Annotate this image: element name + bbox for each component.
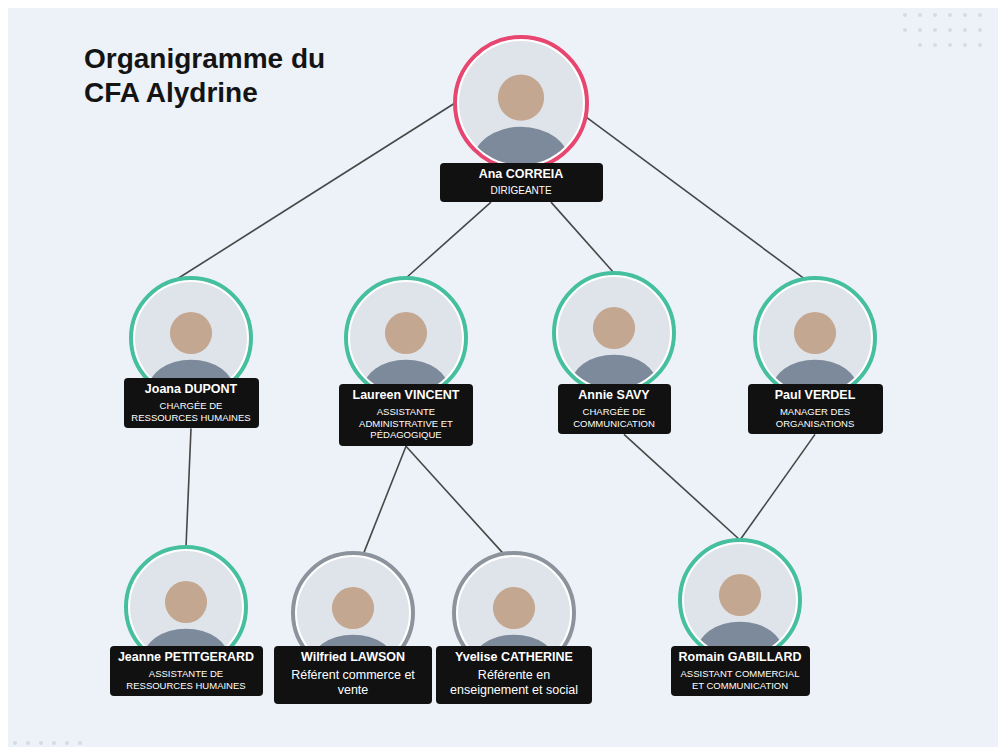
person-label: Yvelise CATHERINE Référente en enseigneme…: [436, 646, 592, 704]
person-head: [385, 312, 427, 354]
job-title: MANAGER DES ORGANISATIONS: [755, 406, 876, 430]
person-head: [493, 587, 535, 629]
reporting-line: [624, 434, 740, 540]
person-head: [170, 312, 212, 354]
person-head: [498, 74, 544, 120]
person-name: Laureen VINCENT: [353, 388, 460, 404]
portrait-photo: [678, 538, 802, 684]
person-name: Annie SAVY: [578, 388, 649, 404]
reporting-line: [740, 434, 815, 540]
person-name: Jeanne PETITGERARD: [118, 650, 254, 666]
photo-backdrop: [291, 551, 415, 675]
person-head: [719, 574, 761, 616]
person-name: Romain GABILLARD: [679, 650, 802, 666]
person-head: [165, 581, 207, 623]
panel: [8, 8, 998, 747]
job-title: DIRIGEANTE: [447, 185, 596, 198]
job-title: CHARGÉE DE RESSOURCES HUMAINES: [131, 400, 252, 424]
job-title: Référent commerce et vente: [281, 668, 425, 699]
person-name: Ana CORREIA: [479, 167, 564, 183]
person-head: [332, 587, 374, 629]
person-label: Annie SAVY CHARGÉE DE COMMUNICATION: [558, 384, 671, 434]
job-title: ASSISTANT COMMERCIAL ET COMMUNICATION: [678, 668, 803, 692]
person-label: Jeanne PETITGERARD ASSISTANTE DE RESSOURC…: [110, 646, 263, 696]
job-title: ASSISTANTE DE RESSOURCES HUMAINES: [117, 668, 256, 692]
job-title: Référente en enseignement et social: [443, 668, 585, 699]
reporting-line: [406, 446, 504, 554]
person-head: [794, 312, 836, 354]
person-label: Laureen VINCENT ASSISTANTE ADMINISTRATIVE…: [339, 384, 473, 446]
person-name: Yvelise CATHERINE: [455, 650, 573, 666]
person-label: Paul VERDEL MANAGER DES ORGANISATIONS: [748, 384, 883, 434]
chart-title: Organigramme du CFA Alydrine: [84, 42, 369, 110]
person-label: Romain GABILLARD ASSISTANT COMMERCIAL ET …: [671, 646, 810, 696]
reporting-line: [186, 428, 191, 547]
portrait-photo: [344, 276, 468, 422]
job-title: ASSISTANTE ADMINISTRATIVE ET PÉDAGOGIQUE: [346, 406, 466, 442]
dot-pattern: [13, 741, 82, 745]
job-title: CHARGÉE DE COMMUNICATION: [565, 406, 664, 430]
reporting-line: [551, 202, 614, 273]
person-name: Paul VERDEL: [775, 388, 856, 404]
reporting-line: [586, 117, 805, 279]
person-label: Joana DUPONT CHARGÉE DE RESSOURCES HUMAIN…: [124, 378, 259, 428]
reporting-line: [363, 446, 406, 554]
dot-pattern: [903, 13, 982, 47]
person-name: Joana DUPONT: [145, 382, 237, 398]
person-label: Wilfried LAWSON Référent commerce et vent…: [274, 646, 432, 704]
photo-backdrop: [452, 551, 576, 675]
person-name: Wilfried LAWSON: [301, 650, 405, 666]
person-label: Ana CORREIA DIRIGEANTE: [440, 163, 603, 202]
person-head: [593, 307, 635, 349]
reporting-line: [175, 103, 455, 280]
reporting-line: [406, 202, 491, 278]
